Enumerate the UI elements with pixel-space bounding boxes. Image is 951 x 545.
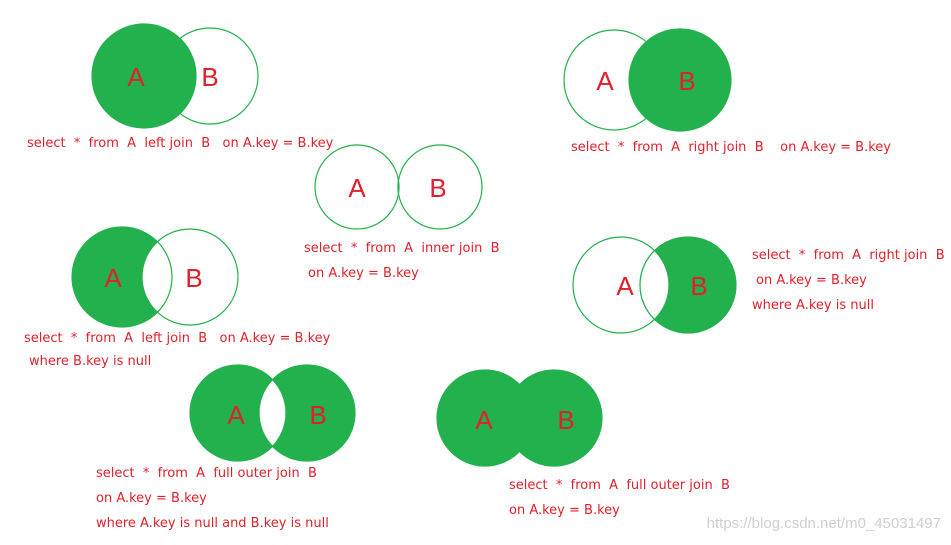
label-b: B — [429, 173, 446, 203]
caption-full-outer-line-2: on A.key = B.key — [509, 503, 620, 518]
circle-b — [628, 28, 732, 132]
caption-right-excl-line-3: where A.key is null — [752, 298, 874, 313]
label-b: B — [678, 66, 695, 96]
caption-right-excl-line-2: on A.key = B.key — [756, 273, 867, 288]
label-b: B — [309, 400, 326, 430]
label-b: B — [690, 271, 707, 301]
label-b: B — [185, 263, 202, 293]
venn-full-outer: A B — [436, 369, 603, 467]
venn-inner-join: A B — [314, 144, 483, 230]
label-a: A — [475, 405, 493, 435]
caption-left-excl-line-2: where B.key is null — [29, 354, 152, 369]
venn-left-excl: A B — [71, 226, 239, 328]
caption-right-join-line-1: select * from A right join B on A.key = … — [571, 140, 891, 155]
caption-left-excl-line-1: select * from A left join B on A.key = B… — [24, 331, 331, 346]
venn-right-excl: A B — [572, 236, 737, 334]
venn-full-excl: A B — [189, 364, 356, 462]
venn-left-join: A B — [91, 23, 259, 129]
label-a: A — [227, 400, 245, 430]
venn-right-join: A B — [563, 28, 732, 132]
watermark: https://blog.csdn.net/m0_45031497 — [706, 515, 941, 532]
caption-full-outer-line-1: select * from A full outer join B — [509, 478, 730, 493]
label-b: B — [201, 62, 218, 92]
label-a: A — [348, 173, 366, 203]
caption-right-excl-line-1: select * from A right join B — [752, 248, 945, 263]
caption-left-join-line-1: select * from A left join B on A.key = B… — [27, 136, 334, 151]
caption-inner-join-line-2: on A.key = B.key — [308, 266, 419, 281]
caption-full-excl-line-1: select * from A full outer join B — [96, 466, 317, 481]
label-a: A — [596, 66, 614, 96]
intersection — [258, 378, 287, 448]
circle-a — [91, 23, 197, 129]
label-a: A — [127, 62, 145, 92]
label-a: A — [616, 271, 634, 301]
label-a: A — [104, 263, 122, 293]
caption-inner-join-line-1: select * from A inner join B — [304, 241, 500, 256]
circle-b — [505, 369, 603, 467]
caption-full-excl-line-2: on A.key = B.key — [96, 491, 207, 506]
label-b: B — [557, 405, 574, 435]
caption-full-excl-line-3: where A.key is null and B.key is null — [96, 516, 329, 531]
intersection — [141, 240, 173, 314]
intersection — [639, 249, 670, 321]
intersection — [397, 180, 400, 194]
